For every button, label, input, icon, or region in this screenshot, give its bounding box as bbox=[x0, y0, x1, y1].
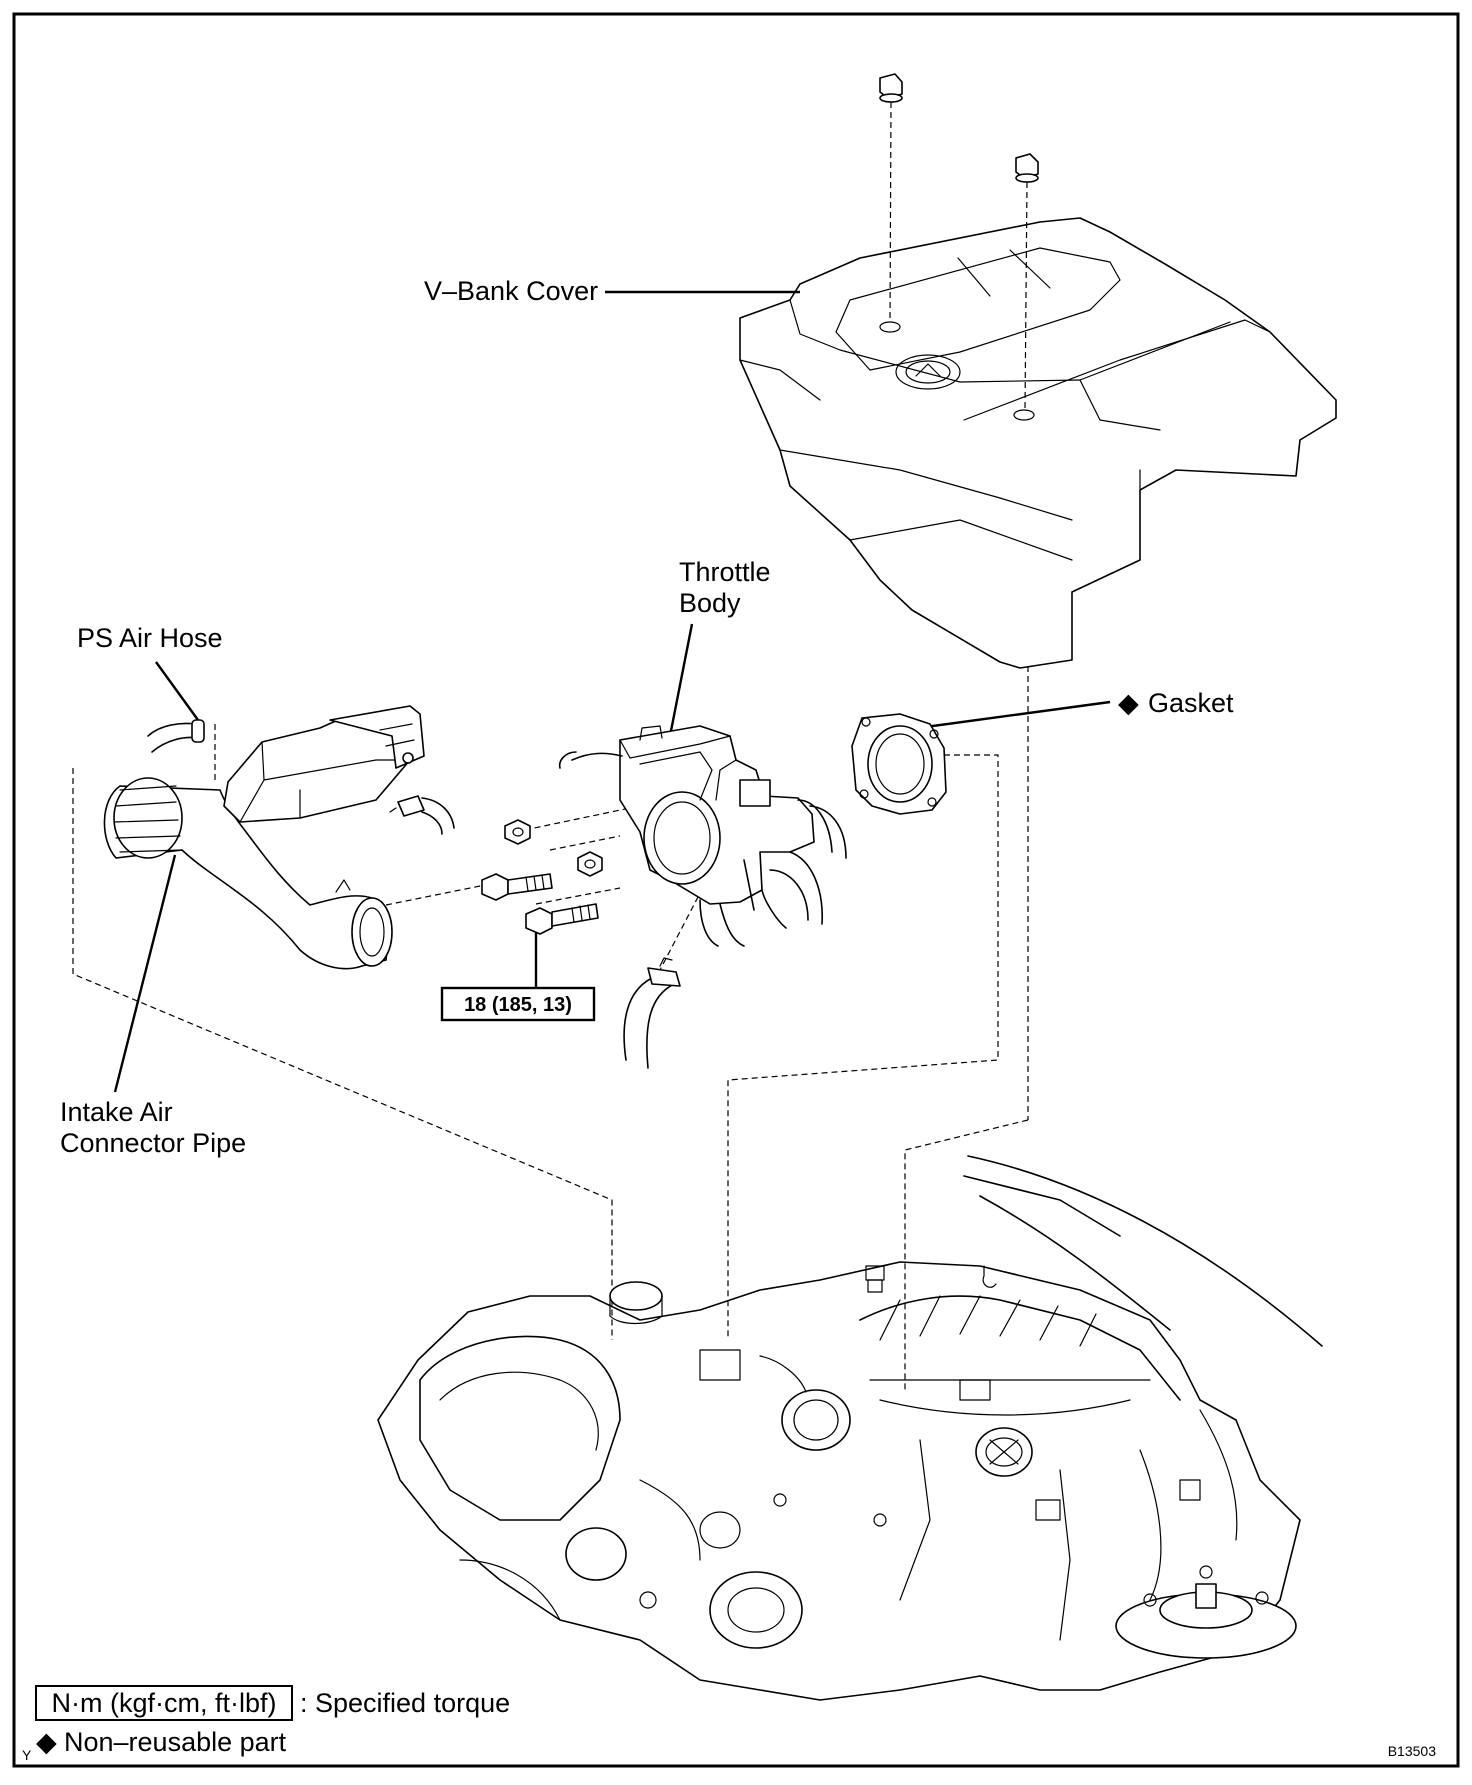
leader-throttle-body bbox=[668, 623, 694, 737]
label-gasket: Gasket bbox=[1148, 688, 1234, 718]
leader-gasket bbox=[917, 700, 1111, 730]
gasket bbox=[851, 713, 947, 815]
legend-torque-text: : Specified torque bbox=[300, 1688, 510, 1718]
label-gasket-symbol: ◆ bbox=[1118, 688, 1139, 718]
air-flow-meter-assembly bbox=[223, 705, 425, 823]
leader-intake-pipe bbox=[113, 854, 177, 1093]
throttle-nut-lower bbox=[577, 851, 603, 877]
torque-value: 18 (185, 13) bbox=[464, 994, 572, 1016]
intake-air-connector-pipe bbox=[103, 777, 393, 970]
legend-nonreusable-symbol: ◆ bbox=[36, 1727, 57, 1757]
throttle-body bbox=[558, 725, 847, 947]
label-intake-line2: Connector Pipe bbox=[60, 1128, 246, 1158]
ps-air-hose bbox=[147, 719, 205, 753]
engine-bay bbox=[377, 1155, 1323, 1701]
torque-callout: 18 (185, 13) bbox=[440, 924, 596, 1022]
throttle-bolt-lower bbox=[525, 903, 599, 935]
v-bank-cover bbox=[739, 217, 1337, 669]
label-throttle-line1: Throttle bbox=[679, 557, 771, 587]
throttle-bolt-upper bbox=[481, 873, 553, 901]
water-bypass-hose bbox=[623, 957, 681, 1069]
hose-clamp-small bbox=[389, 795, 455, 835]
legend: N·m (kgf·cm, ft·lbf) : Specified torque … bbox=[22, 1685, 510, 1763]
label-ps-air-hose: PS Air Hose bbox=[77, 623, 223, 653]
label-v-bank-cover: V–Bank Cover bbox=[424, 276, 598, 306]
legend-torque-units: N·m (kgf·cm, ft·lbf) bbox=[52, 1688, 277, 1718]
legend-torque-box bbox=[35, 1685, 293, 1721]
legend-corner-mark: Y bbox=[22, 1747, 32, 1763]
cover-nut-1 bbox=[879, 73, 903, 103]
figure-code: B13503 bbox=[1388, 1743, 1436, 1759]
label-throttle-line2: Body bbox=[679, 588, 741, 618]
legend-nonreusable-text: Non–reusable part bbox=[64, 1727, 287, 1757]
throttle-nut-upper bbox=[504, 819, 531, 845]
cover-nut-2 bbox=[1015, 153, 1039, 183]
leader-ps-air-hose bbox=[155, 661, 199, 721]
label-intake-line1: Intake Air bbox=[60, 1097, 173, 1127]
